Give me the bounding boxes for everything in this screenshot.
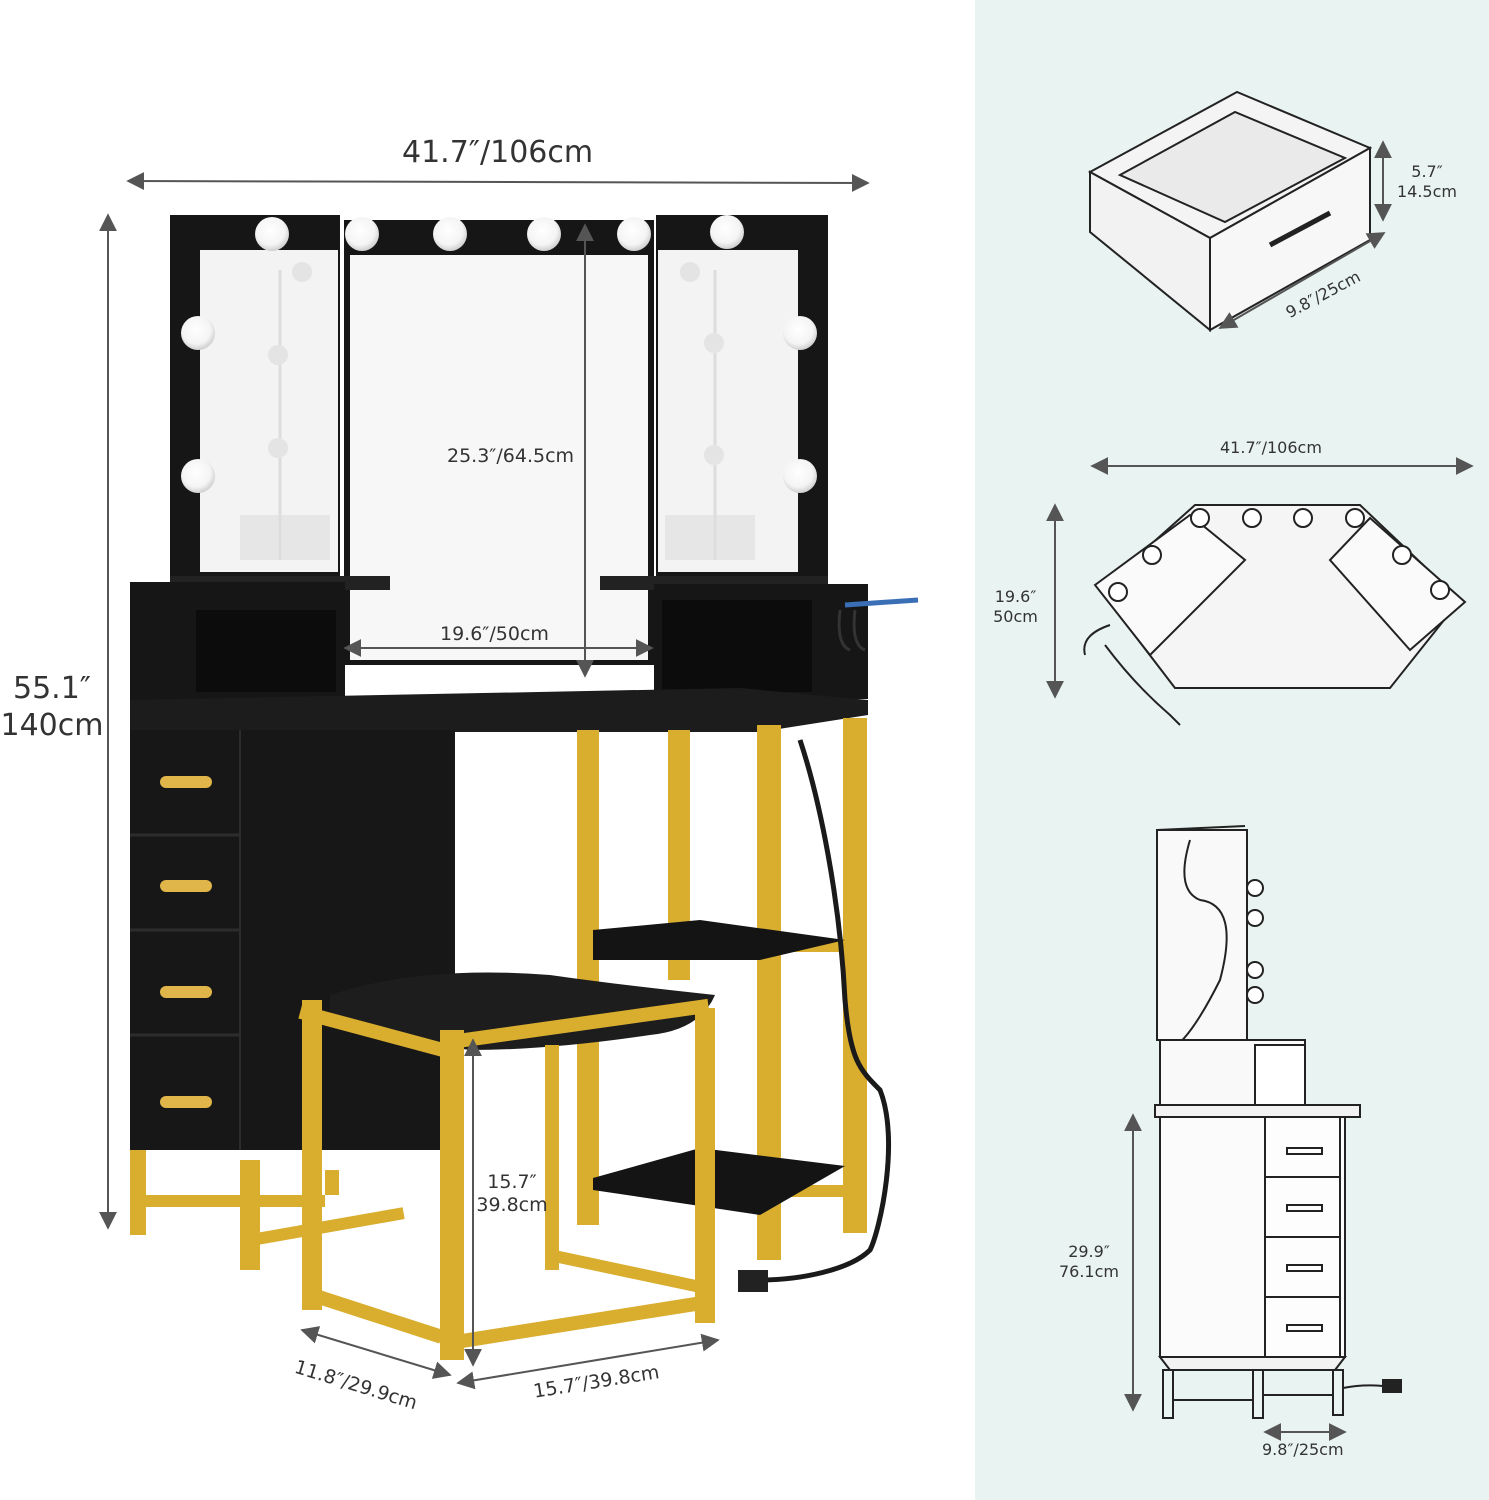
top-view-width-label: 41.7″/106cm — [1220, 438, 1322, 457]
overall-height-cm: 140cm — [0, 708, 104, 743]
mirror-height-label: 25.3″/64.5cm — [447, 445, 575, 467]
stool-height-label: 15.7″ 39.8cm — [470, 1172, 554, 1216]
vanity-desk-top — [130, 688, 868, 732]
drawer-height-inches: 5.7″ — [1411, 162, 1443, 181]
side-view-width-label: 9.8″/25cm — [1262, 1440, 1344, 1459]
drawer-height-cm: 14.5cm — [1396, 181, 1457, 201]
overall-width-label: 41.7″/106cm — [402, 135, 594, 170]
stool — [298, 972, 715, 1360]
vanity-bulb-icons — [181, 215, 817, 493]
side-view-height-cm: 76.1cm — [1058, 1261, 1119, 1281]
drawer-cabinet — [130, 730, 455, 1150]
overall-height-label: 55.1″ 140cm — [0, 672, 104, 742]
overall-height-inches: 55.1″ — [12, 671, 91, 706]
side-view-height-label: 29.9″ 76.1cm — [1050, 1243, 1128, 1280]
top-view-depth-inches: 19.6″ — [994, 587, 1037, 606]
side-view-drawing — [1124, 825, 1402, 1441]
mirror-center-glass — [350, 255, 648, 660]
mirror-width-label: 19.6″/50cm — [440, 623, 549, 645]
top-view-depth-label: 19.6″ 50cm — [983, 588, 1048, 625]
side-view-height-inches: 29.9″ — [1068, 1242, 1110, 1261]
stool-height-cm: 39.8cm — [476, 1193, 548, 1216]
stool-height-inches: 15.7″ — [487, 1171, 537, 1193]
drawer-height-label: 5.7″ 14.5cm — [1392, 163, 1462, 200]
vanity-main-illustration — [99, 172, 919, 1390]
drawer-handle-icons — [160, 776, 212, 1108]
top-view-drawing — [1046, 457, 1474, 726]
cabinet-gold-legs — [130, 1150, 405, 1270]
top-view-depth-cm: 50cm — [993, 606, 1038, 626]
drawer-detail-drawing — [1087, 90, 1392, 333]
